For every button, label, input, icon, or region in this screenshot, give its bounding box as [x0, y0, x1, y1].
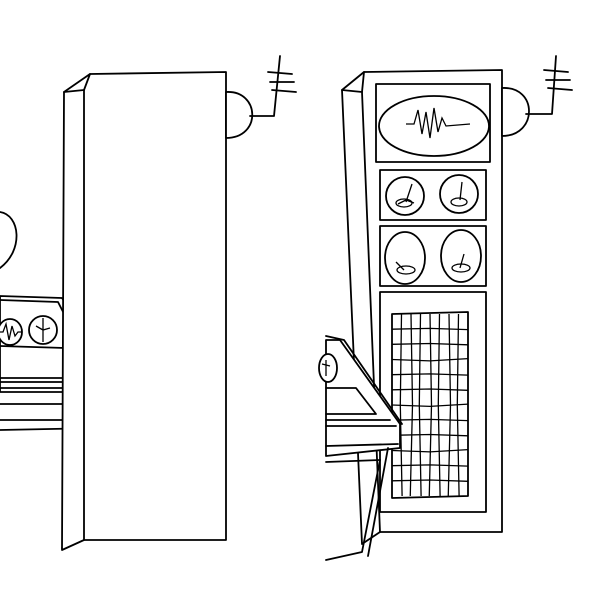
dial-gauge-icon — [385, 176, 425, 216]
grid-row-line — [391, 479, 469, 482]
grid-row-line — [391, 418, 469, 422]
dial-gauge-icon — [28, 315, 58, 345]
dome — [501, 87, 530, 137]
left-edge-oval — [0, 211, 18, 269]
left-machine — [0, 55, 297, 551]
gauge-row — [379, 169, 487, 221]
waveform-screen-icon — [0, 318, 23, 346]
dome — [225, 91, 254, 139]
waveform-screen-icon — [378, 95, 490, 157]
grid-row-line — [391, 358, 469, 362]
grid-row-line — [391, 342, 469, 346]
dial-gauge-icon — [440, 229, 482, 283]
grid-row-line — [391, 388, 469, 391]
oscilloscope-panel — [375, 83, 491, 163]
grid-row-line — [391, 449, 469, 453]
dial-gauge-icon — [439, 174, 479, 214]
grid-row-line — [391, 433, 469, 437]
gauge-row — [379, 225, 487, 287]
left-tower — [61, 71, 227, 551]
grid-row-line — [391, 373, 469, 376]
grid-row-line — [391, 403, 469, 408]
dial-gauge-icon — [384, 231, 426, 285]
grid-column-line — [428, 313, 433, 497]
grid-row-line — [391, 327, 469, 331]
antenna-icon — [525, 55, 573, 115]
dial-gauge-icon — [318, 353, 338, 383]
right-machine — [318, 55, 573, 561]
antenna-icon — [249, 55, 297, 117]
grid-lines — [391, 313, 469, 497]
grid-row-line — [391, 464, 469, 467]
right-console — [318, 335, 403, 561]
